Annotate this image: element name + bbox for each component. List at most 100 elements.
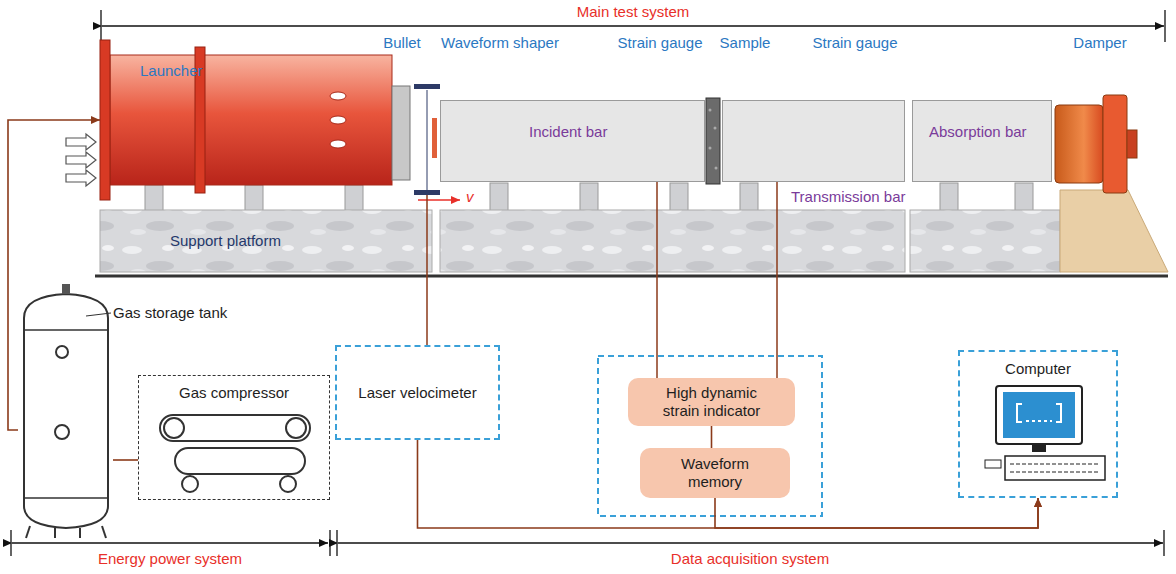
support-post: [145, 185, 163, 211]
screen-glyph: [1026, 420, 1052, 422]
sample-grain: [709, 147, 712, 150]
bar: Absorption bar: [912, 100, 1052, 182]
node-label: Gas storage tank: [113, 304, 227, 322]
span-bracket: [102, 25, 1164, 26]
tank-valve: [62, 284, 70, 294]
section-title: Main test system: [577, 3, 690, 21]
tank-valve: [55, 425, 69, 439]
gas-tank: Gas storage tank: [18, 282, 113, 538]
node-label: Waveform memory: [670, 455, 760, 491]
tank-leg: [26, 526, 30, 538]
node-label: Computer: [960, 360, 1116, 378]
launcher-barrel: [110, 55, 392, 185]
node-label: Support platform: [170, 232, 281, 250]
connector: [711, 426, 713, 448]
connector: [715, 498, 1038, 528]
wheel: [182, 476, 198, 492]
screen-glyph: [1017, 404, 1061, 422]
ground-line: [95, 275, 1168, 278]
sample-grain: [709, 109, 712, 112]
monitor-stand: [1032, 444, 1046, 452]
screen: [1003, 392, 1075, 438]
instrument-box: Laser velocimeter: [335, 345, 500, 440]
bracket-tick: [336, 530, 337, 556]
node-label: Laser velocimeter: [358, 384, 476, 402]
sample-grain: [715, 167, 718, 170]
part-label: Sample: [720, 34, 771, 52]
leader-line: [86, 313, 111, 316]
part-label: Strain gauge: [617, 34, 702, 52]
waveform-shaper: [432, 118, 437, 158]
part-label: Bullet: [383, 34, 421, 52]
velocity-symbol: v: [466, 188, 474, 206]
velocity-gate: [414, 190, 440, 195]
device-box: Waveform memory: [640, 448, 790, 498]
platform-slab: [910, 210, 1060, 272]
keyboard-keys: [1010, 464, 1100, 465]
connector: [418, 440, 1039, 528]
support-post: [245, 185, 263, 211]
tank-seam: [24, 497, 108, 499]
launcher: Launcher: [100, 40, 392, 200]
node-label: Launcher: [140, 62, 203, 80]
keyboard: [1005, 456, 1105, 480]
bracket-tick: [10, 530, 11, 556]
part-label: Waveform shaper: [441, 34, 559, 52]
span-bracket: [338, 542, 1163, 543]
sample: [706, 98, 720, 184]
support-post: [580, 183, 598, 211]
damper-end: [1127, 130, 1137, 158]
node-label: Absorption bar: [929, 123, 1027, 141]
velocity-gate: [427, 90, 428, 190]
vent-hole: [330, 92, 346, 100]
monitor: [996, 386, 1082, 444]
damper: [1055, 105, 1103, 183]
compressor-belt: [175, 448, 305, 474]
bracket-tick: [329, 530, 330, 556]
sample-grain: [714, 127, 717, 130]
velocity-gate: [414, 84, 440, 89]
section-title: Data acquisition system: [671, 550, 829, 568]
keyboard-keys: [1010, 472, 1100, 473]
connector: [113, 459, 138, 461]
support-post: [940, 183, 958, 211]
gas-flow-arrow: [66, 152, 96, 168]
part-label: Damper: [1073, 34, 1126, 52]
span-bracket: [12, 542, 328, 543]
support-post: [1015, 183, 1033, 211]
tank-leg: [102, 526, 106, 538]
tank-leg: [54, 528, 56, 538]
bullet: [392, 86, 410, 180]
node-label: Incident bar: [529, 123, 607, 141]
velocity-arrow: [418, 199, 460, 201]
damper-support: [1060, 190, 1168, 272]
vent-hole: [330, 140, 346, 148]
pulley: [164, 418, 184, 438]
support-post: [670, 183, 688, 211]
pulley: [286, 418, 306, 438]
bracket-tick: [1164, 10, 1165, 42]
bracket-tick: [100, 10, 101, 42]
support-post: [345, 185, 363, 211]
platform-slab: [440, 210, 905, 272]
compressor-box: Gas compressor: [138, 375, 330, 500]
gas-flow-arrow: [66, 134, 96, 150]
device-box: High dynamic strain indicator: [628, 378, 795, 426]
gas-tank: [24, 294, 108, 528]
group-box: [598, 356, 822, 516]
section-title: Energy power system: [98, 550, 242, 568]
support-post: [490, 183, 508, 211]
bar: Transmission bar: [722, 100, 905, 182]
node-label: Transmission bar: [791, 188, 905, 206]
vent-hole: [330, 116, 346, 124]
tank-leg: [79, 528, 81, 538]
signal-wire: [426, 195, 428, 345]
launcher-flange: [100, 40, 110, 200]
support-platform: Support platform: [100, 210, 432, 272]
node-label: High dynamic strain indicator: [651, 384, 772, 420]
tank-gauge: [56, 346, 68, 358]
connector: [8, 120, 100, 430]
signal-wire: [776, 160, 778, 378]
